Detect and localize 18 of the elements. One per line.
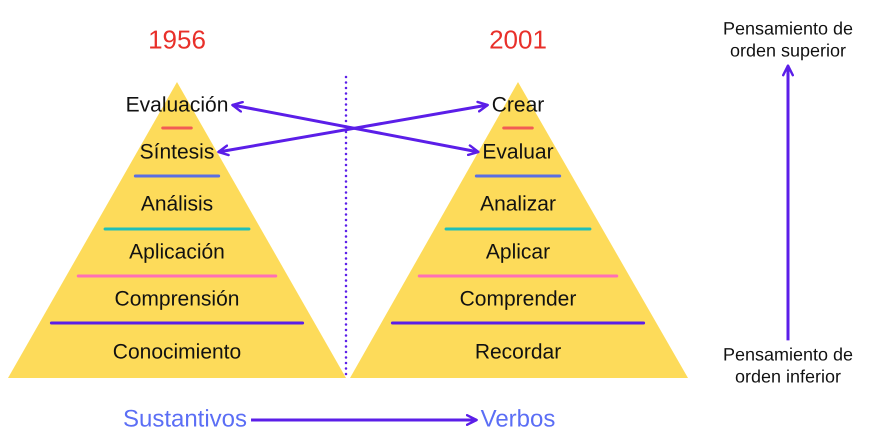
level-label: Evaluar	[482, 139, 554, 165]
level-label: Analizar	[480, 191, 556, 217]
level-label: Comprensión	[114, 286, 240, 312]
level-label: Aplicación	[129, 239, 225, 265]
level-label: Conocimiento	[112, 339, 242, 365]
caption-text: Sustantivos	[122, 406, 248, 433]
level-label: Comprender	[460, 286, 576, 312]
caption-text: Verbos	[480, 406, 556, 433]
level-label: Recordar	[474, 339, 562, 365]
arrow	[782, 64, 794, 340]
level-label: Aplicar	[486, 239, 550, 265]
side-note: Pensamiento de orden inferior	[703, 344, 873, 388]
level-label: Síntesis	[140, 139, 214, 165]
arrow	[251, 414, 478, 426]
year-label: 2001	[489, 24, 547, 56]
level-label: Análisis	[140, 191, 214, 217]
side-note: Pensamiento de orden superior	[703, 18, 873, 62]
year-label: 1956	[148, 24, 206, 56]
